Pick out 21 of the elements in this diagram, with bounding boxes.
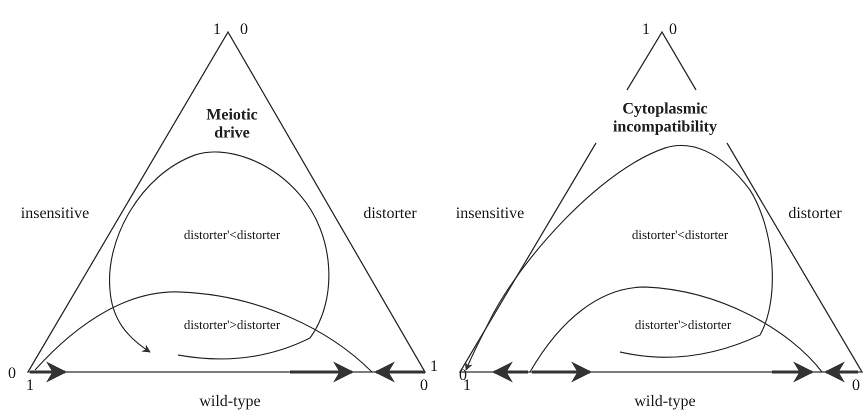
vertex-value: 0 xyxy=(669,21,677,39)
vertex-value: 0 xyxy=(240,21,248,39)
axis-label: insensitive xyxy=(456,205,524,223)
panel-title: Meiotic drive xyxy=(205,106,259,142)
vertex-value: 0 xyxy=(8,365,16,383)
region-label: distorter'>distorter xyxy=(634,318,732,332)
vertex-value: 1 xyxy=(26,377,34,395)
panel-title: Cytoplasmic incompatibility xyxy=(612,100,718,136)
axis-label: distorter xyxy=(363,205,417,223)
vertex-value: 1 xyxy=(213,21,221,39)
region-label: distorter'<distorter xyxy=(632,228,728,242)
vertex-value: 1 xyxy=(642,21,650,39)
vertex-value: 1 xyxy=(430,358,438,376)
vertex-value: 0 xyxy=(420,377,428,395)
axis-label: wild-type xyxy=(199,393,261,411)
region-label: distorter'<distorter xyxy=(184,228,280,242)
region-label: distorter'>distorter xyxy=(184,318,280,332)
vertex-value: 0 xyxy=(852,377,860,395)
axis-label: distorter xyxy=(788,205,842,223)
axis-label: insensitive xyxy=(20,205,90,223)
vertex-value: wild-type xyxy=(634,393,696,411)
